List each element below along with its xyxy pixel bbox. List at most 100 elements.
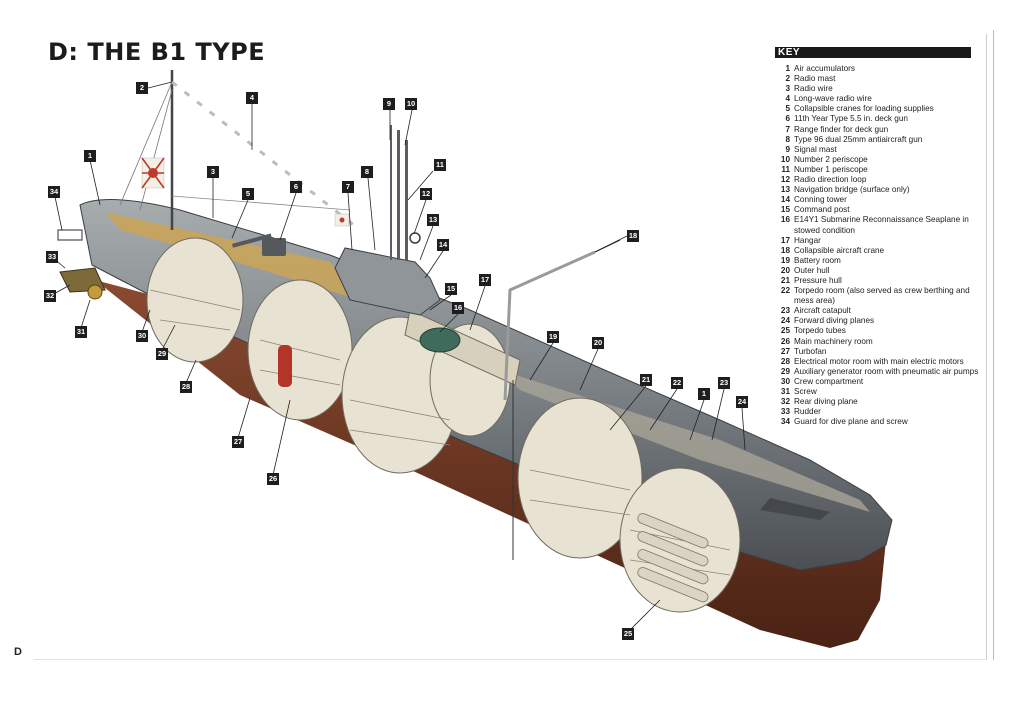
key-item-text: Outer hull xyxy=(794,265,830,275)
leader-lines xyxy=(49,81,746,633)
callout-7: 7 xyxy=(342,181,354,193)
key-item-text: E14Y1 Submarine Reconnaissance Seaplane … xyxy=(794,215,969,235)
aircraft-crane xyxy=(503,250,596,401)
interior-details xyxy=(149,289,731,576)
key-item-number: 13 xyxy=(780,185,790,195)
callout-24: 24 xyxy=(736,396,748,408)
deck xyxy=(105,212,360,300)
key-item-text: Number 1 periscope xyxy=(794,164,868,174)
deck-gun xyxy=(231,233,286,256)
callout-31: 31 xyxy=(75,326,87,338)
callout-30: 30 xyxy=(136,330,148,342)
key-item-number: 6 xyxy=(785,114,790,124)
conning-tower xyxy=(334,247,441,316)
key-item-text: Main machinery room xyxy=(794,336,873,346)
key-item-number: 7 xyxy=(785,124,790,134)
key-item-number: 2 xyxy=(785,74,790,84)
callout-15: 15 xyxy=(445,283,457,295)
radio-wire xyxy=(119,81,173,206)
page-letter: D xyxy=(14,646,22,658)
callout-3: 3 xyxy=(207,166,219,178)
rising-sun-flag xyxy=(141,157,165,189)
callout-28: 28 xyxy=(180,381,192,393)
callout-8: 8 xyxy=(361,166,373,178)
page-edge-line xyxy=(993,30,994,660)
page-title: D: THE B1 TYPE xyxy=(48,38,266,66)
key-item-text: Hangar xyxy=(794,235,821,245)
key-item-text: Number 2 periscope xyxy=(794,154,868,164)
key-item-number: 28 xyxy=(780,356,790,366)
callout-19: 19 xyxy=(547,331,559,343)
callout-22: 22 xyxy=(671,377,683,389)
periscope-1 xyxy=(405,140,408,260)
key-item-text: Crew compartment xyxy=(794,376,864,386)
key-item: 7 Range finder for deck gun xyxy=(775,125,985,135)
key-item-text: Forward diving planes xyxy=(794,316,875,326)
key-item-number: 14 xyxy=(780,195,790,205)
key-item: 1 Air accumulators xyxy=(775,64,985,74)
callout-23: 23 xyxy=(718,377,730,389)
callout-18: 18 xyxy=(627,230,639,242)
key-item-text: Radio direction loop xyxy=(794,175,867,185)
key-item-number: 10 xyxy=(780,154,790,164)
key-item-number: 26 xyxy=(780,336,790,346)
key-item-number: 8 xyxy=(785,134,790,144)
callout-10: 10 xyxy=(405,98,417,110)
key-item-text: Range finder for deck gun xyxy=(794,124,889,134)
callout-33: 33 xyxy=(46,251,58,263)
key-item-text: Pressure hull xyxy=(794,275,842,285)
key-item-text: Collapsible aircraft crane xyxy=(794,245,885,255)
key-item-text: Rear diving plane xyxy=(794,397,858,407)
key-item-number: 11 xyxy=(781,164,790,174)
radio-wire-aft xyxy=(139,89,173,211)
key-item-number: 31 xyxy=(780,387,790,396)
key-item-number: 22 xyxy=(780,286,790,296)
key-item-text: Turbofan xyxy=(794,346,827,356)
key-item-text: Conning tower xyxy=(794,195,847,205)
key-item-number: 20 xyxy=(780,265,790,275)
key-item-number: 1 xyxy=(785,64,790,73)
key-item-number: 21 xyxy=(780,275,790,285)
torpedoes xyxy=(637,513,709,603)
key-item: 15 Command post xyxy=(775,205,985,215)
callout-6: 6 xyxy=(290,181,302,193)
key-item-text: Radio mast xyxy=(794,74,836,84)
radio-direction-loop xyxy=(409,232,421,244)
callout-14: 14 xyxy=(437,239,449,251)
key-item-number: 23 xyxy=(780,306,790,316)
callout-1: 1 xyxy=(84,150,96,162)
key-item-number: 24 xyxy=(780,316,790,326)
key-item-text: Long-wave radio wire xyxy=(794,94,872,104)
key-item: 14 Conning tower xyxy=(775,195,985,205)
callout-29: 29 xyxy=(156,348,168,360)
key-item: 2 Radio mast xyxy=(775,74,985,84)
key-item-text: Auxiliary generator room with pneumatic … xyxy=(794,366,979,376)
callout-25: 25 xyxy=(622,628,634,640)
key-item-number: 30 xyxy=(780,376,790,386)
callout-4: 4 xyxy=(246,92,258,104)
key-item-number: 4 xyxy=(785,94,790,104)
key-item-text: Torpedo tubes xyxy=(794,326,846,336)
key-item-number: 3 xyxy=(785,84,790,94)
key-item-number: 25 xyxy=(780,326,790,336)
key-item-number: 15 xyxy=(780,205,790,215)
page-border xyxy=(34,34,987,660)
key-item-text: Command post xyxy=(794,205,850,215)
forward-diving-planes xyxy=(760,498,830,520)
key-item: 25 Torpedo tubes xyxy=(775,326,985,336)
key-item-text: Battery room xyxy=(794,255,841,265)
key-item-text: Air accumulators xyxy=(794,64,855,73)
